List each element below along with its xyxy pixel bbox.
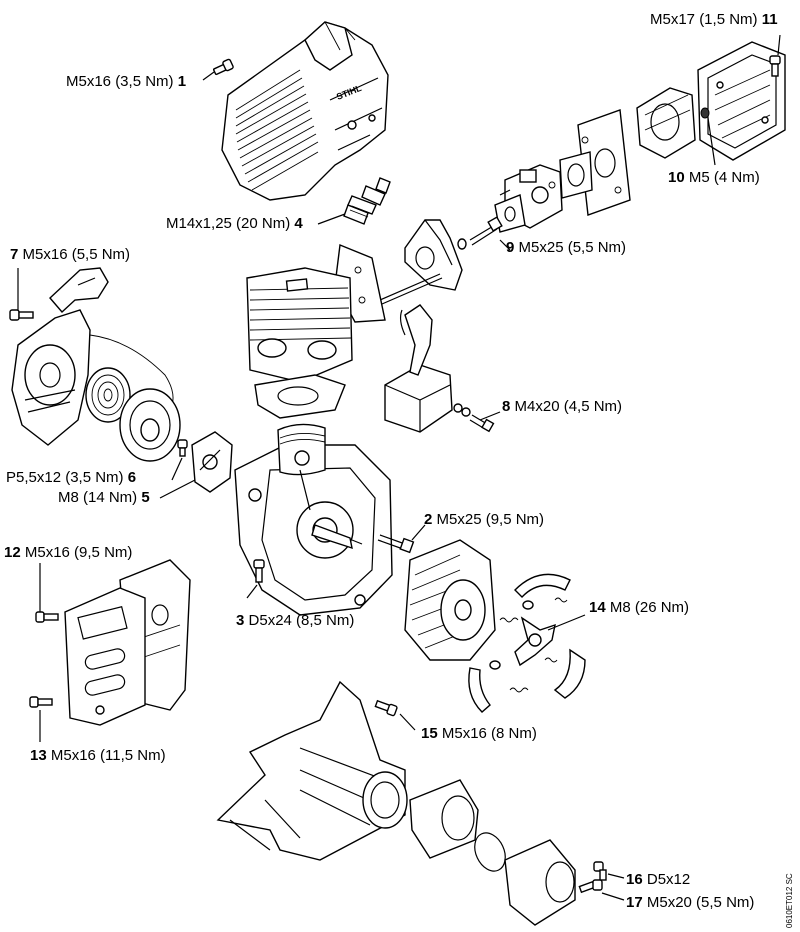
- callout-15-number: 15: [421, 725, 438, 742]
- callout-4: M14x1,25 (20 Nm) 4: [166, 216, 303, 231]
- callout-7: 7 M5x16 (5,5 Nm): [10, 247, 130, 262]
- callout-9: 9 M5x25 (5,5 Nm): [506, 240, 626, 255]
- callout-2: 2 M5x25 (9,5 Nm): [424, 512, 544, 527]
- pawl-carrier-5: [191, 431, 233, 493]
- screw-3: [253, 559, 265, 583]
- screw-9: [457, 216, 503, 250]
- callout-14-number: 14: [589, 599, 606, 616]
- screw-13: [29, 696, 53, 708]
- muffler: [697, 41, 786, 161]
- screw-17: [578, 879, 603, 894]
- callout-3: 3 D5x24 (8,5 Nm): [236, 613, 354, 628]
- callout-9-number: 9: [506, 239, 515, 256]
- callout-1-spec: M5x16 (3,5 Nm): [66, 73, 174, 90]
- spark-plug: [343, 177, 391, 225]
- clutch-shoe-right: [553, 648, 586, 699]
- flywheel: [404, 539, 496, 661]
- callout-15: 15 M5x16 (8 Nm): [421, 726, 537, 741]
- retaining-ring: [474, 832, 506, 872]
- starter-cover: [11, 309, 91, 446]
- callout-4-spec: M14x1,25 (20 Nm): [166, 215, 291, 232]
- screw-7: [9, 309, 34, 321]
- cylinder-gasket: [254, 374, 346, 419]
- callout-5-spec: M8 (14 Nm): [58, 489, 138, 506]
- callout-17-spec: M5x20 (5,5 Nm): [646, 894, 755, 911]
- callout-4-number: 4: [294, 215, 303, 232]
- callout-15-spec: M5x16 (8 Nm): [441, 725, 537, 742]
- callout-8-spec: M4x20 (4,5 Nm): [514, 398, 623, 415]
- long-bolt: [379, 273, 443, 305]
- rewind-spring: [85, 367, 131, 423]
- callout-1: M5x16 (3,5 Nm) 1: [66, 74, 186, 89]
- callout-6-spec: P5,5x12 (3,5 Nm): [6, 469, 124, 486]
- clutch-shoe-top: [514, 573, 571, 599]
- callout-3-spec: D5x24 (8,5 Nm): [248, 612, 355, 629]
- gasket-ring: [559, 151, 593, 199]
- callout-1-number: 1: [177, 73, 187, 90]
- screw-11: [769, 55, 781, 77]
- screw-8: [469, 414, 495, 433]
- callout-10-number: 10: [668, 169, 685, 186]
- crankcase: [234, 444, 393, 616]
- muffler-gasket: [636, 87, 696, 159]
- callout-9-spec: M5x25 (5,5 Nm): [518, 239, 627, 256]
- callout-13: 13 M5x16 (11,5 Nm): [30, 748, 166, 763]
- callout-11-spec: M5x17 (1,5 Nm): [650, 11, 758, 28]
- cylinder: [246, 267, 353, 383]
- callout-2-spec: M5x25 (9,5 Nm): [436, 511, 545, 528]
- screw-16: [593, 861, 607, 881]
- clutch-springs: [489, 597, 568, 693]
- callout-2-number: 2: [424, 511, 433, 528]
- callout-12-spec: M5x16 (9,5 Nm): [24, 544, 133, 561]
- callout-6-number: 6: [127, 469, 137, 486]
- callout-14-spec: M8 (26 Nm): [609, 599, 690, 616]
- shroud-cover: [64, 587, 146, 726]
- screw-15: [374, 699, 398, 717]
- callout-16-number: 16: [626, 871, 643, 888]
- starter-grip: [49, 267, 174, 411]
- callout-16: 16 D5x12: [626, 872, 690, 887]
- clutch-housing: [216, 680, 408, 861]
- screw-2: [377, 534, 415, 554]
- screw-1: [213, 58, 234, 76]
- callout-10: 10 M5 (4 Nm): [668, 170, 760, 185]
- clutch-hub: [514, 616, 556, 667]
- screw-12: [35, 611, 59, 623]
- callout-14: 14 M8 (26 Nm): [589, 600, 689, 615]
- rubber-buffer: [409, 779, 479, 859]
- drawing-code: 0610ET012 SC: [785, 873, 794, 928]
- callout-7-number: 7: [10, 246, 19, 263]
- ignition-module: [384, 304, 471, 433]
- callout-8: 8 M4x20 (4,5 Nm): [502, 399, 622, 414]
- callout-5-number: 5: [141, 489, 150, 506]
- callout-10-spec: M5 (4 Nm): [688, 169, 760, 186]
- rope-rotor: [119, 388, 181, 462]
- callout-3-number: 3: [236, 612, 245, 629]
- callout-12: 12 M5x16 (9,5 Nm): [4, 545, 132, 560]
- callout-17: 17 M5x20 (5,5 Nm): [626, 895, 754, 910]
- drive-tube-sleeve: [504, 839, 576, 926]
- callout-5: M8 (14 Nm) 5: [58, 490, 150, 505]
- intake-manifold: [404, 219, 463, 291]
- callout-11-number: 11: [761, 11, 778, 28]
- callout-8-number: 8: [502, 398, 511, 415]
- callout-13-number: 13: [30, 747, 47, 764]
- callout-12-number: 12: [4, 544, 21, 561]
- callout-17-number: 17: [626, 894, 643, 911]
- screw-6: [177, 439, 188, 457]
- callout-13-spec: M5x16 (11,5 Nm): [50, 747, 166, 764]
- piston: [277, 423, 326, 511]
- callout-16-spec: D5x12: [646, 871, 691, 888]
- nut-10: [700, 107, 710, 119]
- fan-housing: STIHL: [221, 21, 389, 201]
- callout-11: M5x17 (1,5 Nm) 11: [650, 12, 778, 27]
- callout-7-spec: M5x16 (5,5 Nm): [22, 246, 131, 263]
- callout-6: P5,5x12 (3,5 Nm) 6: [6, 470, 136, 485]
- clutch-shoe-left: [468, 667, 491, 713]
